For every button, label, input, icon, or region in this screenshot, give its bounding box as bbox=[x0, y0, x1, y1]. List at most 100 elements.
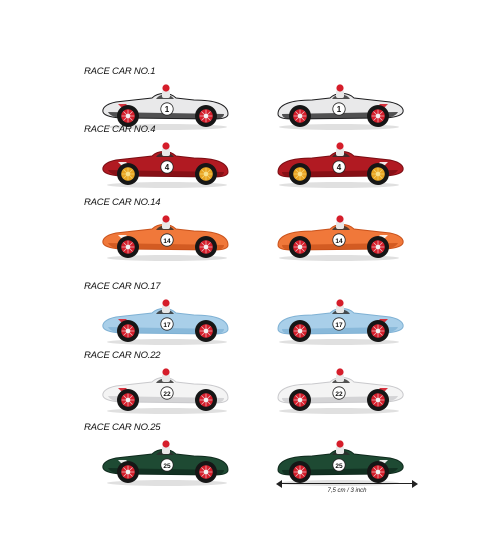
car-side-view-right: 4 bbox=[272, 138, 406, 190]
wheel-spoke bbox=[129, 467, 133, 471]
wheel-spoke bbox=[301, 326, 305, 330]
wheel-hub-icon bbox=[125, 397, 131, 403]
wheel-spoke bbox=[207, 175, 211, 179]
car-number: 17 bbox=[163, 322, 171, 329]
wheel-spoke bbox=[207, 473, 211, 477]
wheel-spoke bbox=[301, 169, 305, 173]
car-number: 1 bbox=[165, 105, 170, 114]
car-number: 4 bbox=[165, 163, 170, 172]
wheel-spoke bbox=[129, 117, 133, 121]
wheel-spoke bbox=[207, 242, 211, 246]
wheel-spoke bbox=[379, 401, 383, 405]
wheel-spoke bbox=[207, 401, 211, 405]
car-label: RACE CAR NO.1 bbox=[84, 66, 156, 77]
wheel-spoke bbox=[301, 395, 305, 399]
race-car-illustration: 4 bbox=[277, 142, 404, 188]
driver-helmet-icon bbox=[336, 84, 344, 92]
car-number: 25 bbox=[335, 463, 343, 470]
driver-helmet-icon bbox=[162, 142, 170, 150]
wheel-hub-icon bbox=[203, 244, 209, 250]
race-car-illustration: 22 bbox=[102, 368, 229, 414]
wheel-spoke bbox=[201, 111, 205, 115]
number-roundel bbox=[332, 160, 346, 174]
car-shadow bbox=[107, 408, 227, 414]
car-shadow bbox=[279, 408, 399, 414]
wheel-spoke bbox=[201, 467, 205, 471]
race-car-illustration: 14 bbox=[277, 215, 404, 261]
wheel-spoke bbox=[129, 326, 133, 330]
wheel-spoke bbox=[379, 111, 383, 115]
driver-body bbox=[336, 221, 344, 229]
size-measure: 7,5 cm / 3 inch bbox=[276, 477, 418, 497]
car-side-view-right: 14 bbox=[272, 211, 406, 263]
arrow-left-icon bbox=[276, 479, 282, 488]
car-side-view-right: 25 bbox=[272, 436, 406, 488]
wheel-spoke bbox=[379, 467, 383, 471]
wheel-spoke bbox=[123, 242, 127, 246]
wheel-spoke bbox=[295, 111, 299, 115]
wheel-spoke bbox=[295, 395, 299, 399]
wheel-spoke bbox=[373, 175, 377, 179]
car-shadow bbox=[279, 182, 399, 188]
driver-helmet-icon bbox=[336, 142, 344, 150]
number-roundel bbox=[160, 458, 174, 472]
wheel-spoke bbox=[123, 175, 127, 179]
car-number: 22 bbox=[163, 391, 171, 398]
arrow-right-icon bbox=[412, 479, 418, 488]
wheel-hub-icon bbox=[125, 469, 131, 475]
car-side-view-left: 17 bbox=[100, 295, 234, 347]
wheel-spoke bbox=[207, 326, 211, 330]
wheel-spoke bbox=[301, 332, 305, 336]
race-car-illustration: 14 bbox=[102, 215, 229, 261]
wheel-hub-icon bbox=[297, 469, 303, 475]
driver-body bbox=[336, 90, 344, 98]
car-shadow bbox=[107, 255, 227, 261]
driver-body bbox=[162, 148, 170, 156]
wheel-spoke bbox=[123, 332, 127, 336]
wheel-hub-icon bbox=[375, 397, 381, 403]
car-shadow bbox=[107, 339, 227, 345]
wheel-spoke bbox=[201, 332, 205, 336]
wheel-hub-icon bbox=[297, 328, 303, 334]
race-car-illustration: 1 bbox=[102, 84, 229, 130]
wheel-hub-icon bbox=[375, 113, 381, 119]
wheel-spoke bbox=[379, 395, 383, 399]
driver-body bbox=[336, 148, 344, 156]
wheel-spoke bbox=[301, 117, 305, 121]
car-shadow bbox=[279, 255, 399, 261]
race-car-illustration: 17 bbox=[102, 299, 229, 345]
wheel-hub-icon bbox=[297, 171, 303, 177]
car-side-view-right: 22 bbox=[272, 364, 406, 416]
car-shadow bbox=[107, 124, 227, 130]
wheel-spoke bbox=[379, 175, 383, 179]
wheel-spoke bbox=[373, 169, 377, 173]
driver-helmet-icon bbox=[162, 299, 170, 307]
wheel-spoke bbox=[207, 169, 211, 173]
car-side-view-left: 22 bbox=[100, 364, 234, 416]
race-car-illustration: 4 bbox=[102, 142, 229, 188]
wheel-spoke bbox=[201, 326, 205, 330]
wheel-spoke bbox=[295, 467, 299, 471]
wheel-spoke bbox=[373, 467, 377, 471]
wheel-spoke bbox=[123, 117, 127, 121]
wheel-hub-icon bbox=[297, 397, 303, 403]
number-roundel bbox=[332, 233, 346, 247]
car-number: 14 bbox=[163, 238, 171, 245]
wheel-hub-icon bbox=[203, 397, 209, 403]
wheel-spoke bbox=[295, 242, 299, 246]
wheel-hub-icon bbox=[125, 113, 131, 119]
race-car-illustration: 17 bbox=[277, 299, 404, 345]
race-car-illustration: 25 bbox=[277, 440, 404, 486]
wheel-spoke bbox=[373, 326, 377, 330]
wheel-hub-icon bbox=[375, 469, 381, 475]
wheel-spoke bbox=[295, 117, 299, 121]
wheel-spoke bbox=[129, 111, 133, 115]
number-roundel bbox=[160, 160, 174, 174]
race-car-illustration: 22 bbox=[277, 368, 404, 414]
driver-helmet-icon bbox=[162, 215, 170, 223]
wheel-hub-icon bbox=[297, 244, 303, 250]
driver-helmet-icon bbox=[162, 368, 170, 376]
